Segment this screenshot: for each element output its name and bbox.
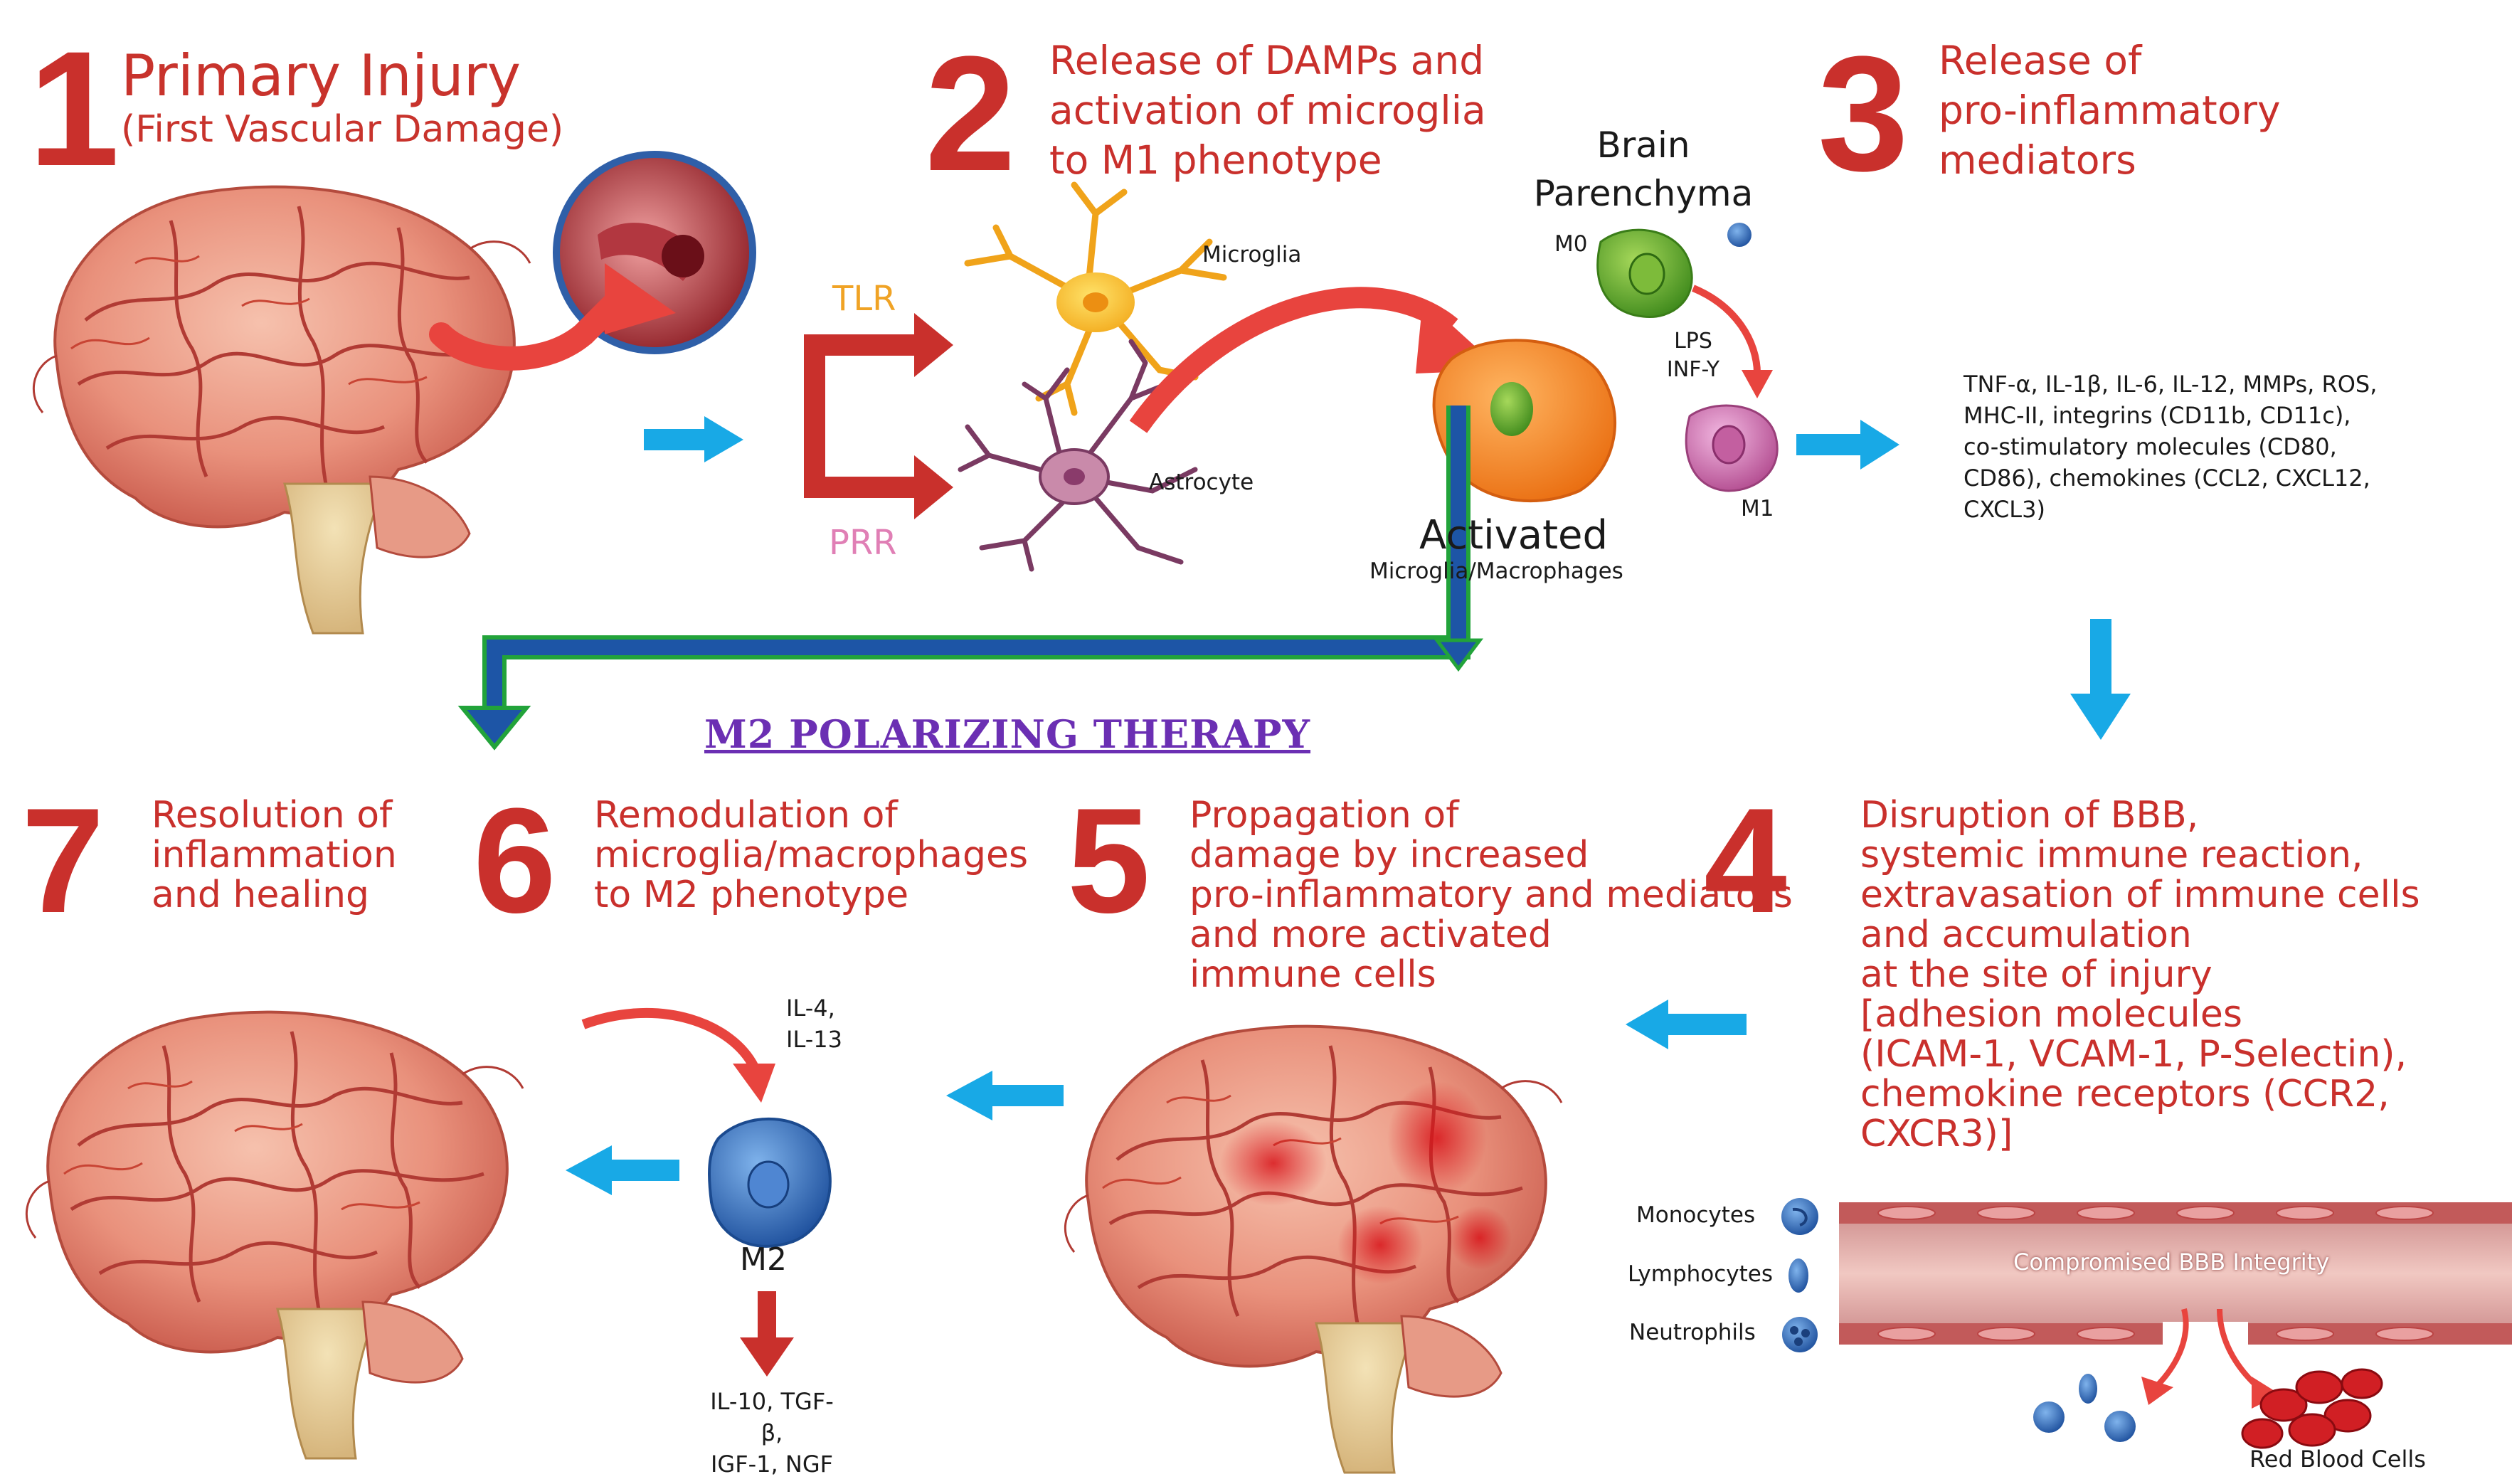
arrow-4-to-5	[1626, 1000, 1747, 1049]
step-2-title: Release of DAMPs and activation of micro…	[1049, 38, 1486, 183]
astrocyte-cell	[958, 339, 1198, 572]
small-blue-cell	[1727, 223, 1751, 247]
lymphocytes-label: Lymphocytes	[1628, 1261, 1774, 1287]
vascular-injury-zoom	[429, 151, 756, 371]
m2-therapy-arrow	[457, 406, 1483, 751]
neutrophils-label: Neutrophils	[1629, 1320, 1756, 1345]
m0-label: M0	[1554, 231, 1588, 257]
step-3-title: Release of pro-inflammatory mediators	[1939, 38, 2281, 183]
m2-label: M2	[740, 1241, 787, 1278]
step-6-title: Remodulation of microglia/macrophages to…	[594, 794, 1029, 916]
step-3-number: 3	[1818, 22, 1909, 205]
blood-vessel-bbb	[1839, 1202, 2512, 1409]
arrow-3-to-4	[2070, 619, 2131, 740]
monocytes-label: Monocytes	[1636, 1202, 1756, 1228]
step-1-number: 1	[28, 17, 120, 200]
step-2-number: 2	[925, 22, 1016, 205]
arrow-to-mediators	[1796, 420, 1899, 470]
m1-label: M1	[1741, 496, 1774, 521]
arrow-1-to-2	[644, 416, 743, 462]
mediators-list: TNF-α, IL-1β, IL-6, IL-12, MMPs, ROS, MH…	[1964, 371, 2378, 523]
arrow-6-to-7	[566, 1145, 679, 1195]
m2-cell	[708, 1117, 832, 1248]
monocyte-icon	[1781, 1198, 1818, 1235]
m0-cell	[1596, 228, 1693, 319]
activated-macrophage-cell	[1432, 339, 1617, 503]
m2-therapy-label: M2 POLARIZING THERAPY	[704, 711, 1311, 757]
arrow-5-to-6	[946, 1071, 1064, 1120]
step-1-subtitle: (First Vascular Damage)	[121, 108, 564, 151]
prr-label: PRR	[829, 523, 897, 563]
tlr-label: TLR	[832, 279, 896, 319]
m2-output-label: IL-10, TGF-β, IGF-1, NGF	[710, 1388, 834, 1478]
bbb-label: Compromised BBB Integrity	[2013, 1249, 2330, 1276]
step-5-title: Propagation of damage by increased pro-i…	[1189, 794, 1793, 996]
brain-primary-injury	[33, 187, 530, 633]
m1-cell	[1685, 404, 1779, 492]
lps-label: LPS INF-Y	[1666, 329, 1720, 382]
lymphocyte-icon	[1788, 1258, 1808, 1293]
red-blood-cells-icon	[2241, 1368, 2383, 1449]
brain-parenchyma-label: Brain Parenchyma	[1533, 124, 1754, 214]
step-6-number: 6	[473, 777, 556, 944]
step-4-title: Disruption of BBB, systemic immune react…	[1860, 794, 2420, 1155]
activated-label: Activated	[1419, 512, 1609, 558]
microglia-label: Microglia	[1202, 242, 1302, 267]
rbc-label: Red Blood Cells	[2249, 1446, 2426, 1473]
step-5-number: 5	[1067, 777, 1150, 944]
extravasated-cells-icon	[2033, 1374, 2136, 1442]
brain-inflamed	[1065, 1027, 1562, 1473]
astrocyte-label: Astrocyte	[1149, 470, 1254, 495]
step-7-title: Resolution of inflammation and healing	[152, 794, 397, 916]
lps-arrow	[1692, 285, 1773, 398]
il4-arrow	[581, 1007, 775, 1103]
neutrophil-icon	[1782, 1317, 1818, 1352]
m2-output-arrow	[740, 1291, 794, 1377]
brain-healed	[26, 1012, 523, 1458]
activated-sub-label: Microglia/Macrophages	[1369, 558, 1623, 584]
step-4-number: 4	[1704, 777, 1787, 944]
tlr-prr-bracket	[804, 313, 953, 519]
il4-il13-label: IL-4, IL-13	[786, 995, 842, 1053]
step-1-title: Primary Injury	[121, 43, 521, 109]
step-7-number: 7	[21, 777, 105, 944]
